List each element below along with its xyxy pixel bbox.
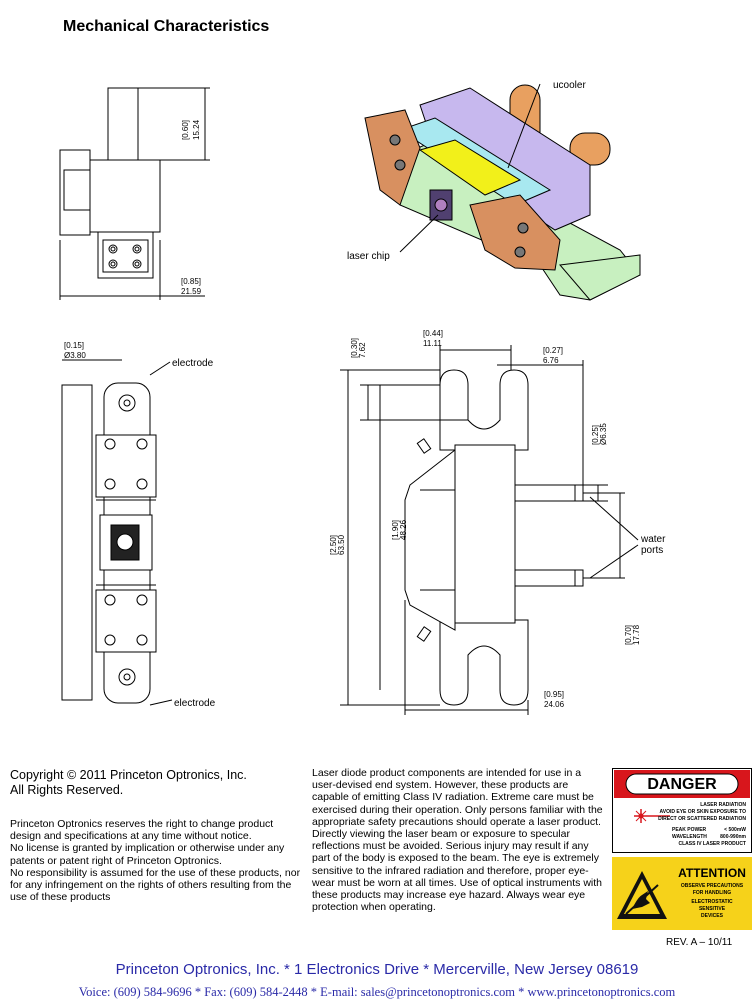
top-view	[340, 345, 639, 715]
page-title: Mechanical Characteristics	[63, 18, 270, 35]
copyright-line1: Copyright © 2011 Princeton Optronics, In…	[10, 768, 247, 782]
port-dia-in: [0.25]	[591, 425, 600, 445]
width-in: [0.95]	[544, 690, 564, 699]
attention-line1: OBSERVE PRECAUTIONS	[681, 883, 744, 889]
footer-contact: Voice: (609) 584-9696 * Fax: (609) 584-2…	[78, 985, 676, 999]
copyright-line2: All Rights Reserved.	[10, 783, 124, 797]
attention-line4: SENSITIVE	[699, 906, 726, 912]
attention-line3: ELECTROSTATIC	[691, 899, 733, 905]
danger-line1: LASER RADIATION	[700, 802, 746, 808]
ports-label: ports	[641, 545, 663, 556]
top-in: [0.30]	[350, 338, 359, 358]
mechanical-drawing: [0.60] 15.24 [0.85] 21.59 ucooler laser …	[59, 80, 666, 715]
attention-line2: FOR HANDLING	[693, 890, 731, 896]
total-in: [2.50]	[329, 535, 338, 555]
width-mm: 24.06	[544, 700, 565, 709]
wavelength-value: 800-990nm	[720, 834, 746, 840]
span-mm: 11.11	[423, 339, 442, 348]
side-view	[59, 87, 210, 300]
esd-warning-icon	[617, 871, 667, 919]
front-hole-in: [0.15]	[64, 341, 84, 350]
side-height-mm: 15.24	[192, 119, 201, 140]
legal-line: No responsibility is assumed for the use…	[10, 866, 301, 904]
legal-line: Princeton Optronics reserves the right t…	[10, 818, 274, 843]
iso-view	[364, 83, 641, 301]
legal-line: No license is granted by implication or …	[10, 842, 285, 867]
side-height-in: [0.60]	[181, 120, 190, 140]
laser-warning-text: Laser diode product components are inten…	[312, 767, 603, 914]
danger-label: DANGER LASER RADIATION AVOID EYE OR SKIN…	[612, 768, 752, 853]
electrode-bottom-label: electrode	[174, 698, 216, 709]
attention-heading: ATTENTION	[678, 866, 746, 880]
inner-in: [1.90]	[391, 520, 400, 540]
ucooler-label: ucooler	[553, 80, 586, 91]
attention-line5: DEVICES	[701, 913, 724, 919]
top-mm-2: 7.62	[358, 342, 367, 358]
attention-label: ATTENTION OBSERVE PRECAUTIONS FOR HANDLI…	[612, 857, 752, 930]
port-dia-mm: Ø6.35	[599, 423, 608, 445]
class-line: CLASS IV LASER PRODUCT	[678, 841, 746, 847]
side-width-in: [0.85]	[181, 277, 201, 286]
port-len-mm: 6.76	[543, 356, 559, 365]
port-pitch-in: [0.70]	[624, 625, 633, 645]
revision: REV. A – 10/11	[666, 937, 733, 948]
span-in: [0.44]	[423, 329, 443, 338]
danger-heading: DANGER	[647, 776, 717, 793]
water-label: water	[640, 534, 666, 545]
total-mm: 63.50	[337, 534, 346, 555]
copyright-block: Copyright © 2011 Princeton Optronics, In…	[10, 768, 300, 798]
wavelength-label: WAVELENGTH	[672, 834, 707, 840]
port-len-in: [0.27]	[543, 346, 563, 355]
danger-line2: AVOID EYE OR SKIN EXPOSURE TO	[660, 809, 747, 815]
laser-chip-label: laser chip	[347, 251, 390, 262]
inner-mm: 48.26	[399, 519, 408, 540]
danger-line3: DIRECT OR SCATTERED RADIATION	[658, 816, 746, 822]
legal-notice: Princeton Optronics reserves the right t…	[10, 818, 305, 903]
electrode-top-label: electrode	[172, 358, 214, 369]
front-hole-mm: Ø3.80	[64, 351, 86, 360]
front-view	[61, 359, 173, 706]
footer-address: Princeton Optronics, Inc. * 1 Electronic…	[115, 961, 639, 978]
port-pitch-mm: 17.78	[632, 624, 641, 645]
peak-power-value: < 500mW	[724, 827, 746, 833]
peak-power-label: PEAK POWER	[672, 827, 707, 833]
laser-burst-icon	[634, 809, 670, 823]
side-width-mm: 21.59	[181, 287, 202, 296]
